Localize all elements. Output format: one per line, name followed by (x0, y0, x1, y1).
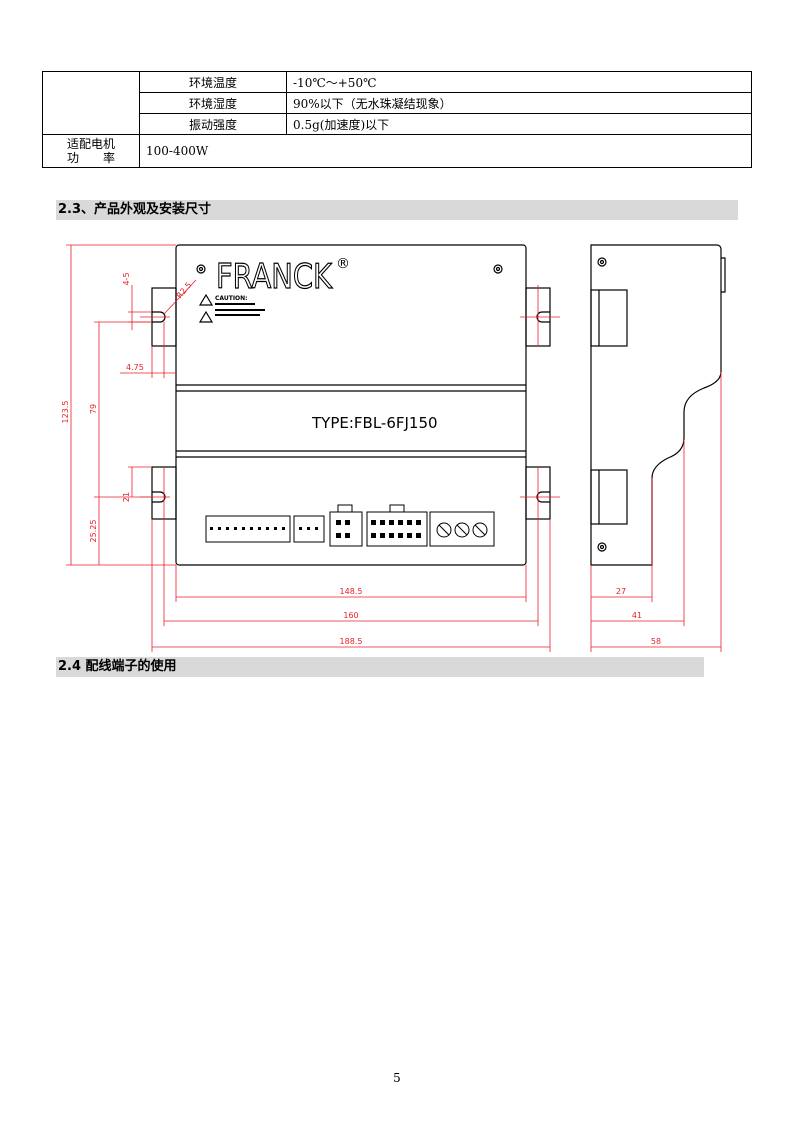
dim-160: 160 (343, 611, 358, 620)
spec-value: 90%以下（无水珠凝结现象） (286, 92, 752, 114)
caution-text: CAUTION: (215, 295, 248, 302)
table-row: 适配电机 功 率 100-400W (42, 134, 752, 168)
spec-table: 环境温度 -10℃～+50℃ 环境湿度 90%以下（无水珠凝结现象） 振动强度 … (42, 71, 752, 168)
motor-label: 适配电机 功 率 (42, 134, 140, 168)
dim-4-75: 4.75 (126, 363, 144, 372)
section-heading-2-3: 2.3、产品外观及安装尺寸 (56, 200, 738, 220)
spec-name: 环境湿度 (139, 92, 287, 114)
side-view (590, 244, 726, 566)
brand-logo: FRANCK (216, 257, 333, 297)
spec-name: 振动强度 (139, 113, 287, 135)
dim-side-27: 27 (616, 587, 626, 596)
motor-value: 100-400W (139, 134, 752, 168)
connector-pins (210, 520, 421, 538)
type-label: TYPE:FBL-6FJ150 (311, 414, 438, 432)
dim-side-41: 41 (632, 611, 642, 620)
front-view (151, 244, 551, 566)
dim-25-25: 25.25 (89, 520, 98, 543)
spec-group-cell (42, 71, 140, 135)
dim-188-5: 188.5 (340, 637, 363, 646)
dim-21: 21 (122, 492, 131, 502)
spec-value: 0.5g(加速度)以下 (286, 113, 752, 135)
page-number: 5 (393, 1071, 401, 1085)
table-row: 环境温度 -10℃～+50℃ (42, 71, 752, 135)
table-row: 环境湿度 90%以下（无水珠凝结现象） (43, 92, 752, 114)
dim-height-79: 79 (89, 404, 98, 414)
spec-value: -10℃～+50℃ (286, 71, 752, 93)
spec-name: 环境温度 (139, 71, 287, 93)
dimension-lines (66, 244, 722, 652)
dim-148-5: 148.5 (340, 587, 363, 596)
dimension-drawing: CAUTION: FRANCK ® TYPE:FBL-6FJ150 (61, 244, 726, 652)
dim-side-58: 58 (651, 637, 661, 646)
connector-row (205, 504, 495, 547)
table-row: 振动强度 0.5g(加速度)以下 (43, 113, 752, 135)
dim-4-5: 4-5 (122, 272, 131, 285)
caution-label (215, 303, 265, 316)
brand-mark: ® (336, 256, 350, 272)
motor-label-line1: 适配电机 (66, 137, 115, 151)
motor-label-line2: 功 率 (66, 151, 115, 165)
dim-height-total: 123.5 (61, 401, 70, 424)
section-heading-2-4: 2.4 配线端子的使用 (56, 657, 704, 677)
